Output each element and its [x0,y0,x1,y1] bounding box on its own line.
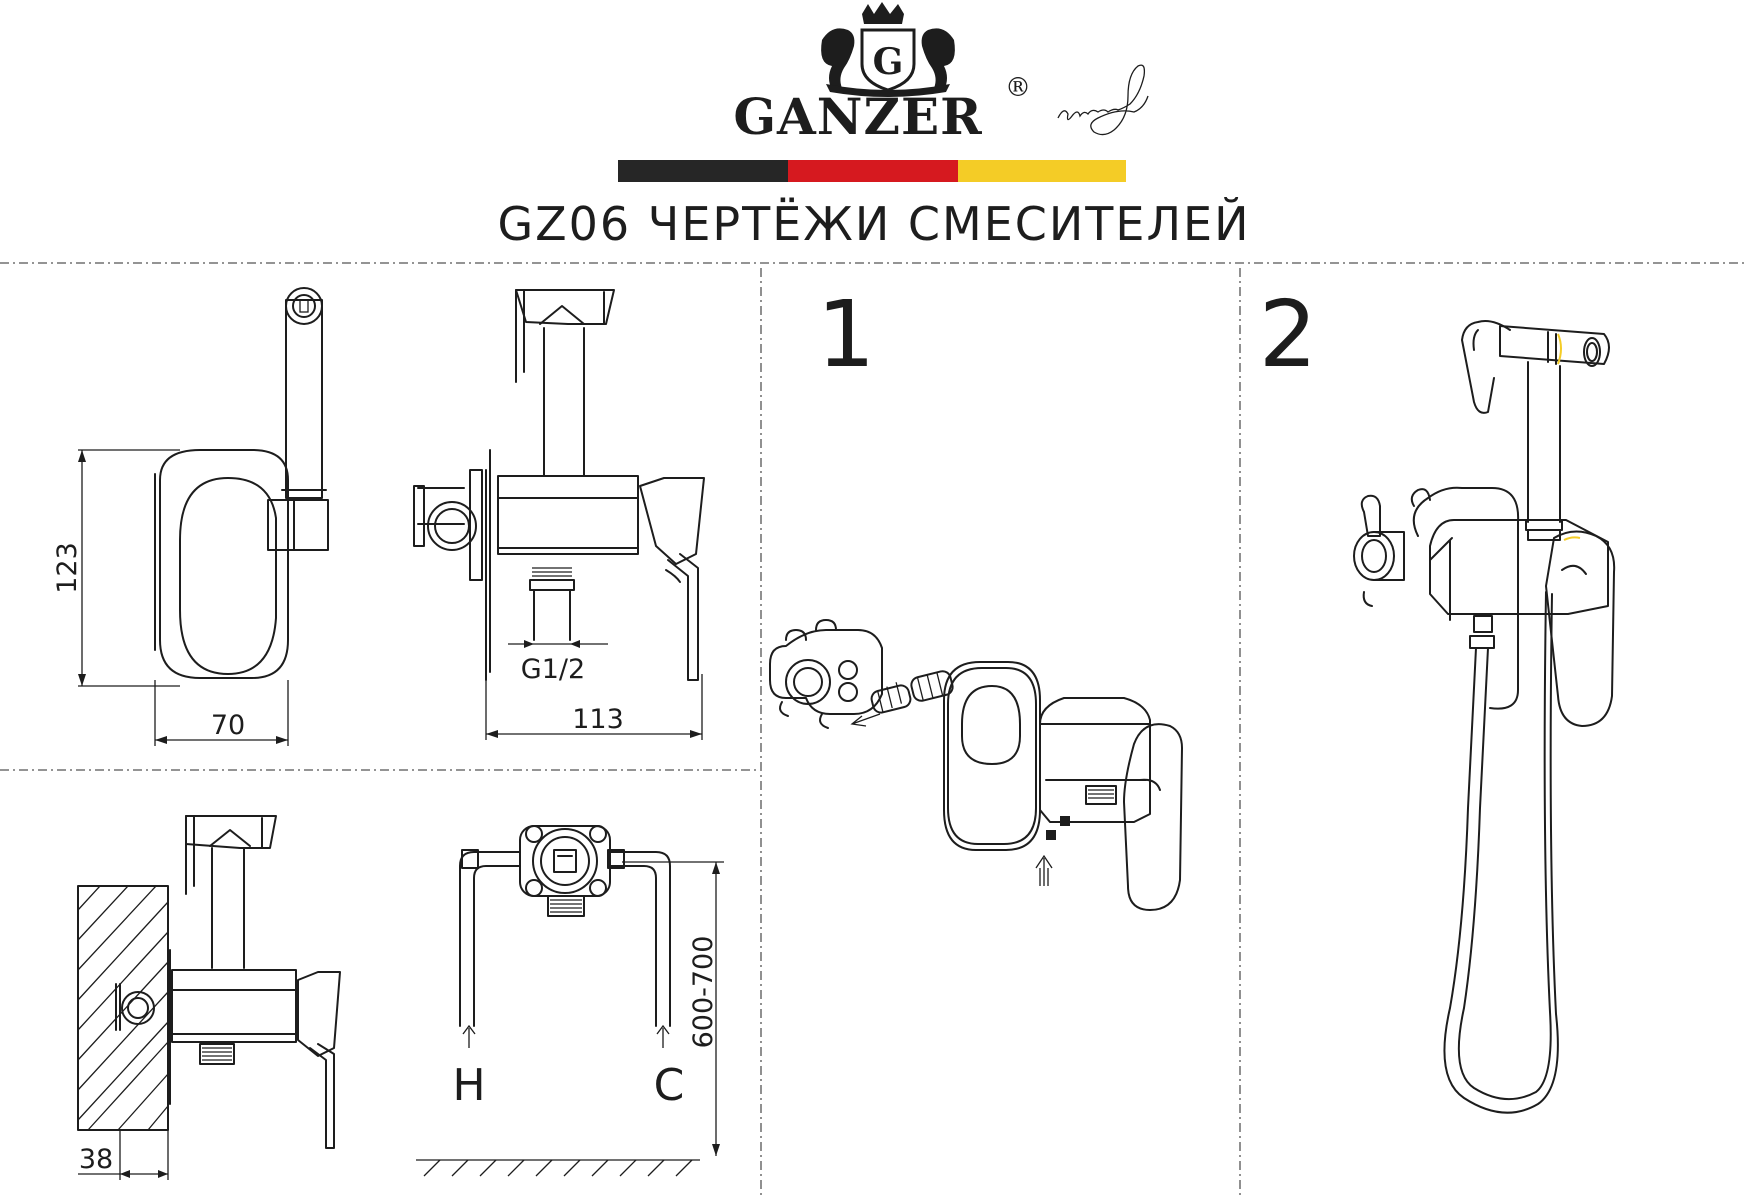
registered-mark: ® [1005,73,1031,103]
side-view: G1/2 113 [413,289,705,740]
wall-hatching [77,885,169,1131]
signature-icon [1057,64,1149,136]
header: G GANZER ® GZ06 ЧЕРТЁЖИ СМЕСИТЕЛЕЙ [497,2,1250,251]
flag-stripe-yellow [958,160,1126,182]
page-title: GZ06 ЧЕРТЁЖИ СМЕСИТЕЛЕЙ [497,197,1250,251]
brand-name: GANZER [733,87,982,146]
logo-letter: G [873,41,904,83]
wall-section-view: 38 [77,815,341,1180]
pipe-connection-view: H C 600-700 [416,825,724,1177]
panel-dividers [0,262,1748,1199]
hot-label: H [452,1060,485,1111]
flag-stripe-red [788,160,958,182]
cartridge-parts [870,670,954,714]
assembled-isometric-view: 2 [1259,281,1616,1114]
step-2-number: 2 [1259,281,1318,388]
exploded-assembly-view: 1 [769,281,1183,911]
front-view: 123 70 [52,287,329,746]
dimension-width: 70 [211,710,245,741]
dimension-wall-offset: 38 [79,1144,113,1175]
flag-stripe-black [618,160,788,182]
floor-hatching [423,1159,693,1177]
dimension-thread: G1/2 [521,654,585,685]
dimension-install-height: 600-700 [688,936,719,1049]
dimension-height: 123 [52,542,83,594]
dimension-depth: 113 [572,704,624,735]
step-1-number: 1 [817,281,876,388]
crest-icon: G [821,2,955,97]
cold-label: C [654,1060,685,1111]
